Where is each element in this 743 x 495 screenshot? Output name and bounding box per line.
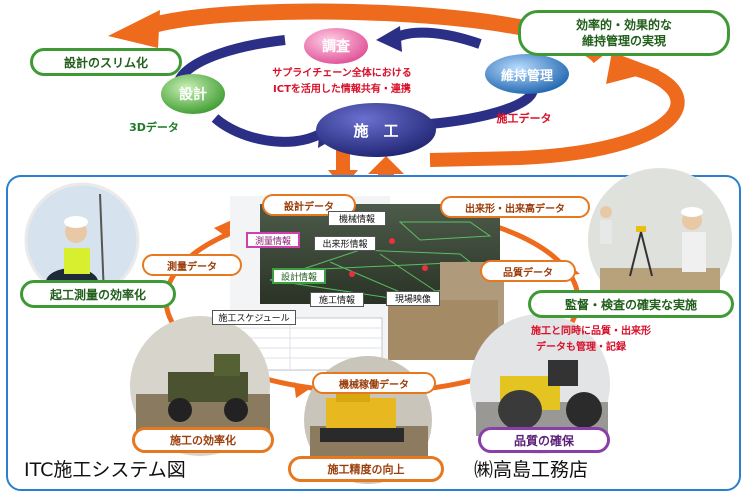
survey-data-flow: 測量データ: [142, 254, 242, 276]
design-info-tag: 設計情報: [272, 268, 326, 284]
outer-loop-right-arm: [429, 57, 685, 167]
system-title: ITC施工システム図: [24, 458, 186, 481]
inner-arrowhead-bottom: [294, 382, 308, 398]
quality-assurance-callout: 品質の確保: [478, 427, 610, 453]
site-video-tag: 現場映像: [386, 291, 440, 306]
design-bubble: [161, 74, 225, 114]
cycle-arc-upper-right: [392, 27, 482, 49]
simultaneous-line2: データも管理・記録: [536, 341, 626, 353]
survey-info-tag: 測量情報: [246, 232, 300, 248]
as-built-info-tag: 出来形情報: [314, 236, 376, 251]
accuracy-callout: 施工精度の向上: [288, 456, 444, 482]
efficient-maintenance-callout: 効率的・効果的な 維持管理の実現: [518, 10, 730, 56]
photo-inspectors: [588, 168, 732, 312]
inner-arrowhead-top: [214, 220, 232, 238]
machine-info-tag: 機械情報: [328, 211, 386, 226]
machine-data-flow: 機械稼働データ: [312, 372, 436, 394]
design-label: 設計: [179, 87, 207, 103]
construction-label: 施 工: [353, 121, 399, 140]
survey-label: 調査: [322, 39, 350, 55]
efficient-maintenance-line2: 維持管理の実現: [581, 34, 666, 48]
down-arrow-shaft: [336, 150, 350, 172]
supply-chain-line2: ICTを活用した情報共有・連携: [273, 83, 411, 95]
right-arm-arrowhead: [606, 52, 660, 84]
construction-info-tag: 施工情報: [310, 292, 364, 307]
schedule-tag: 施工スケジュール: [212, 310, 296, 325]
construction-bubble: [316, 103, 436, 157]
maintenance-bubble: [485, 54, 569, 94]
survey-bubble: [304, 28, 368, 64]
data-3d-label: 3Dデータ: [129, 121, 179, 134]
efficient-maintenance-line1: 効率的・効果的な: [575, 18, 672, 32]
as-built-flow: 出来形・出来高データ: [440, 196, 590, 218]
cycle-arc-bottom-left: [211, 114, 323, 147]
construction-efficiency-callout: 施工の効率化: [132, 427, 274, 453]
cycle-arrowhead-survey: [376, 26, 402, 52]
supervision-callout: 監督・検査の確実な実施: [528, 290, 734, 318]
supply-chain-line1: サプライチェーン全体における: [272, 67, 412, 79]
company-name: ㈱高島工務店: [474, 458, 589, 481]
outer-loop-arrowhead-left: [108, 10, 160, 48]
maintenance-label: 維持管理: [500, 68, 553, 84]
up-arrowhead: [368, 156, 404, 174]
simultaneous-line1: 施工と同時に品質・出来形: [531, 325, 651, 337]
construction-data-label: 施工データ: [496, 112, 552, 125]
start-survey-callout: 起工測量の効率化: [20, 280, 176, 308]
photo-roller: [470, 314, 610, 454]
slim-design-callout: 設計のスリム化: [30, 48, 182, 76]
design-data-flow: 設計データ: [262, 194, 356, 216]
quality-data-flow: 品質データ: [480, 260, 576, 282]
